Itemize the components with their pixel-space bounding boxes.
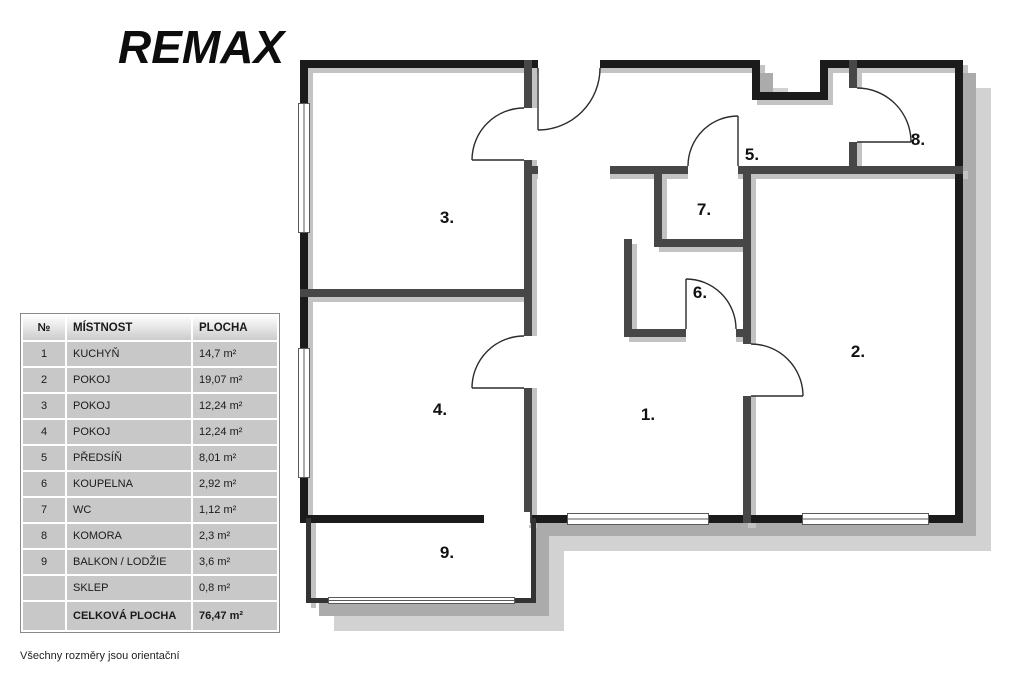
room-label-1: 1. — [640, 405, 656, 424]
cell-area: 1,12 m² — [193, 498, 277, 522]
room-label-2: 2. — [850, 342, 866, 361]
room-label-3: 3. — [439, 208, 455, 227]
header-room: MÍSTNOST — [67, 316, 191, 340]
table-header-row: № MÍSTNOST PLOCHA — [23, 316, 277, 340]
cell-num: 5 — [23, 446, 65, 470]
remax-logo: REMAX — [118, 21, 285, 73]
cell-area: 76,47 m² — [193, 602, 277, 630]
cell-num: 8 — [23, 524, 65, 548]
door-openings — [484, 58, 865, 525]
cell-num: 9 — [23, 550, 65, 574]
windows — [298, 103, 929, 604]
cell-room: SKLEP — [67, 576, 191, 600]
cell-area: 2,3 m² — [193, 524, 277, 548]
cell-room: POKOJ — [67, 420, 191, 444]
door-arc — [685, 278, 737, 330]
cell-num: 2 — [23, 368, 65, 392]
cell-room: WC — [67, 498, 191, 522]
cell-area: 12,24 m² — [193, 420, 277, 444]
cell-num: 6 — [23, 472, 65, 496]
floor-plan — [298, 58, 991, 631]
cell-room: BALKON / LODŽIE — [67, 550, 191, 574]
room-label-9: 9. — [439, 543, 455, 562]
cell-area: 12,24 m² — [193, 394, 277, 418]
room-label-5: 5. — [744, 145, 760, 164]
door-arc — [471, 107, 525, 161]
cell-num: 3 — [23, 394, 65, 418]
cell-num: 1 — [23, 342, 65, 366]
cell-num: 4 — [23, 420, 65, 444]
door-arc — [537, 67, 601, 131]
footnote: Všechny rozměry jsou orientační — [20, 650, 180, 662]
room-label-7: 7. — [696, 200, 712, 219]
door-arc — [856, 87, 912, 143]
cell-area: 8,01 m² — [193, 446, 277, 470]
cell-area: 2,92 m² — [193, 472, 277, 496]
cell-room: KOUPELNA — [67, 472, 191, 496]
cell-area: 0,8 m² — [193, 576, 277, 600]
cell-room: CELKOVÁ PLOCHA — [67, 602, 191, 630]
doors — [471, 67, 912, 397]
door-arc — [750, 343, 804, 397]
cell-area: 14,7 m² — [193, 342, 277, 366]
cell-num — [23, 576, 65, 600]
header-area: PLOCHA — [193, 316, 277, 340]
cell-room: KOMORA — [67, 524, 191, 548]
cell-area: 3,6 m² — [193, 550, 277, 574]
cell-room: KUCHYŇ — [67, 342, 191, 366]
cell-room: POKOJ — [67, 368, 191, 392]
cell-room: POKOJ — [67, 394, 191, 418]
room-label-6: 6. — [692, 283, 708, 302]
door-arc — [687, 115, 739, 167]
room-label-4: 4. — [432, 400, 448, 419]
door-arc — [471, 335, 525, 389]
header-num: № — [23, 316, 65, 340]
cell-num: 7 — [23, 498, 65, 522]
cell-area: 19,07 m² — [193, 368, 277, 392]
room-label-8: 8. — [910, 130, 926, 149]
cell-num — [23, 602, 65, 630]
cell-room: PŘEDSÍŇ — [67, 446, 191, 470]
